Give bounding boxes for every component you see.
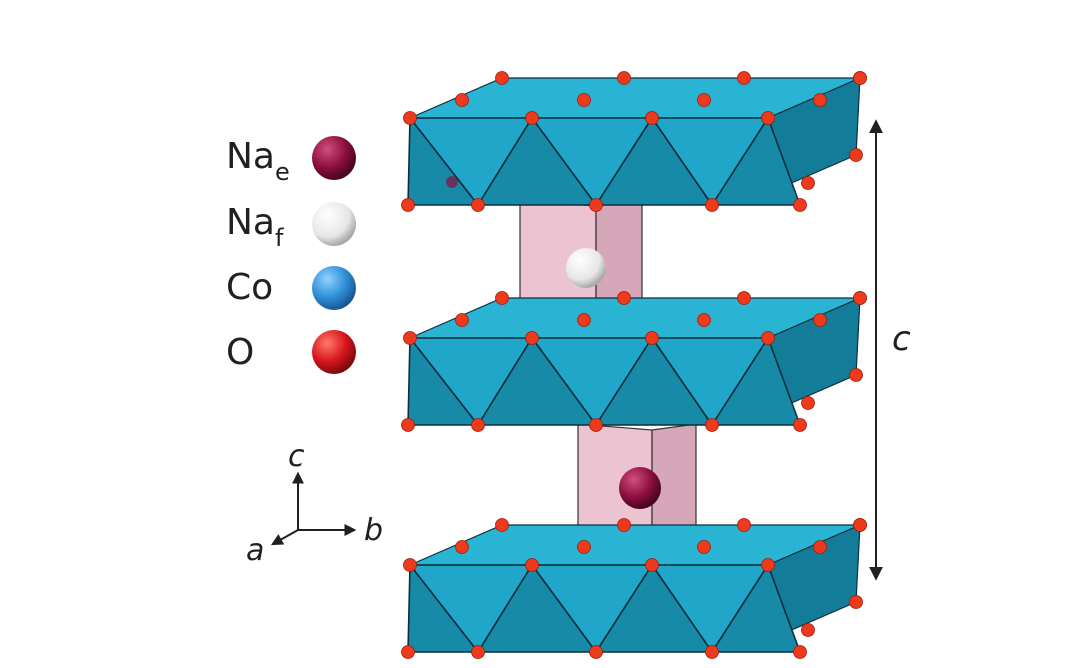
oxygen-atom [737,71,751,85]
octahedron-face [711,117,801,206]
oxygen-atom [705,418,719,432]
oxygen-atom [495,518,509,532]
oxygen-atom [813,93,827,107]
axis-b-label: b [364,513,383,548]
oxygen-atom [525,558,539,572]
oxygen-atom [589,418,603,432]
oxygen-atom [761,331,775,345]
octahedron-face [711,337,801,426]
oxygen-atom [801,176,815,190]
oxygen-atom [849,595,863,609]
legend-label-na-e: Nae [226,136,290,186]
na-f-atom [566,248,606,288]
lattice-c-arrow: c [869,119,911,581]
coo2-layer-top [401,71,867,212]
oxygen-atom [761,111,775,125]
octahedron-face [477,564,597,653]
legend-label-o: O [226,332,254,373]
oxygen-atom [403,558,417,572]
oxygen-atom [589,198,603,212]
legend: Nae Naf Co O [226,136,356,374]
axis-a-label: a [246,533,264,568]
oxygen-atom [401,645,415,659]
octahedron-face [407,337,479,426]
oxygen-atom [525,331,539,345]
oxygen-atom [525,111,539,125]
oxygen-atom [813,313,827,327]
oxygen-atom [401,198,415,212]
oxygen-atom [853,291,867,305]
oxygen-atom [645,111,659,125]
octahedron-face [711,564,801,653]
oxygen-atom [577,540,591,554]
oxygen-atom [471,198,485,212]
axis-a-arrow [270,529,299,546]
oxygen-atom [455,93,469,107]
octahedron-face [595,564,713,653]
oxygen-atom [801,396,815,410]
oxygen-atom [697,93,711,107]
legend-swatch-o [312,330,356,374]
oxygen-atom [401,418,415,432]
octahedron-face [407,117,479,206]
oxygen-atom [801,623,815,637]
oxygen-atom [495,71,509,85]
oxygen-atom [849,368,863,382]
oxygen-atom [495,291,509,305]
oxygen-atom [403,111,417,125]
octahedron-face [477,337,597,426]
oxygen-atom [793,198,807,212]
oxygen-atom [705,198,719,212]
octahedron-face [477,117,597,206]
axis-c-label: c [288,439,305,474]
legend-label-co: Co [226,267,273,308]
oxygen-atom [403,331,417,345]
oxygen-atom [577,313,591,327]
oxygen-atom [697,540,711,554]
octahedron-face [407,564,479,653]
coo2-layer-bottom [401,518,867,659]
na-e-atom-faint [446,176,458,188]
oxygen-atom [617,518,631,532]
octahedron-face [595,337,713,426]
axis-triad: c b a [246,439,383,568]
legend-swatch-na-e [312,136,356,180]
oxygen-atom [697,313,711,327]
legend-swatch-na-f [312,202,356,246]
oxygen-atom [589,645,603,659]
oxygen-atom [849,148,863,162]
legend-label-na-f: Naf [226,202,284,252]
oxygen-atom [617,71,631,85]
coo2-layer-middle [401,291,867,432]
oxygen-atom [705,645,719,659]
oxygen-atom [761,558,775,572]
oxygen-atom [737,518,751,532]
oxygen-atom [577,93,591,107]
coo2-layers [401,71,867,659]
oxygen-atom [645,558,659,572]
oxygen-atom [645,331,659,345]
na-e-atom [619,467,661,509]
oxygen-atom [617,291,631,305]
oxygen-atom [813,540,827,554]
octahedron-face [595,117,713,206]
oxygen-atom [793,645,807,659]
lattice-c-label: c [892,319,911,359]
oxygen-atom [471,418,485,432]
oxygen-atom [737,291,751,305]
oxygen-atom [471,645,485,659]
legend-swatch-co [312,266,356,310]
oxygen-atom [853,518,867,532]
oxygen-atom [853,71,867,85]
oxygen-atom [455,540,469,554]
oxygen-atom [793,418,807,432]
oxygen-atom [455,313,469,327]
